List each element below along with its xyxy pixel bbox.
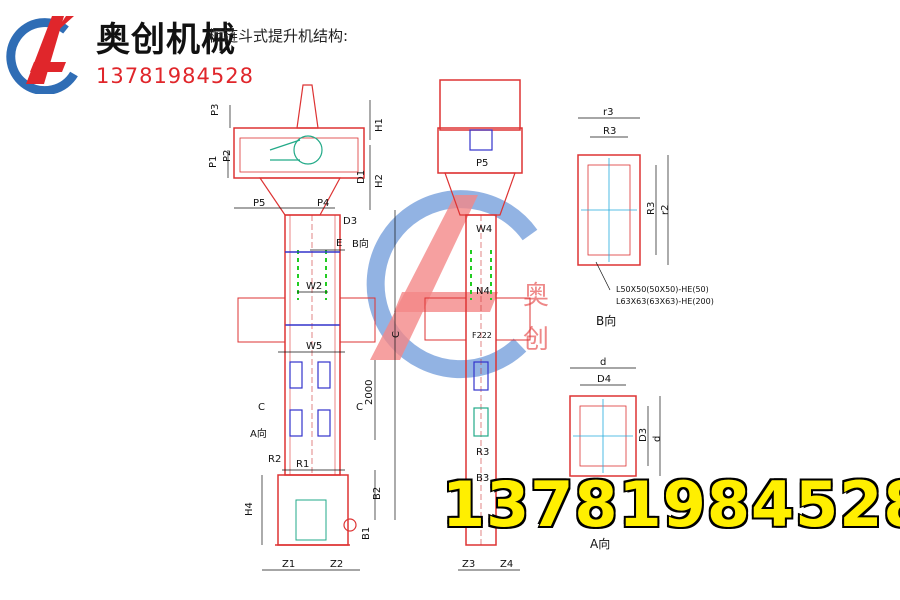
brand-name: 奥创机械 bbox=[96, 20, 236, 60]
overlay-phone-number: 13781984528 bbox=[441, 467, 900, 542]
b-view: r3 R3 R3 r2 L50X50(50X50)-HE(50) L63X63(… bbox=[577, 107, 714, 328]
side-label-b3: B3 bbox=[476, 473, 489, 484]
label-p2: P2 bbox=[222, 150, 233, 162]
watermark-char-1: 奥 bbox=[523, 281, 549, 311]
label-b1: B1 bbox=[361, 527, 372, 540]
a-label-d3: D3 bbox=[638, 428, 649, 442]
side-label-z3: Z3 bbox=[462, 559, 475, 570]
a-label-d-outer: d bbox=[600, 357, 606, 368]
watermark-logo-icon bbox=[366, 190, 538, 379]
b-label-r3-outer: r3 bbox=[603, 107, 613, 118]
label-d1: D1 bbox=[356, 170, 367, 184]
label-2000: 2000 bbox=[364, 380, 375, 405]
side-label-n4: N4 bbox=[476, 286, 490, 297]
label-w2: W2 bbox=[306, 281, 322, 292]
side-label-w4: W4 bbox=[476, 224, 492, 235]
front-view: P3 P1 P2 H1 H2 D1 P5 P4 D3 E B向 W2 W5 C … bbox=[208, 84, 402, 571]
label-p4: P4 bbox=[317, 198, 329, 209]
label-p1: P1 bbox=[208, 156, 219, 168]
label-h2: H2 bbox=[374, 174, 385, 188]
label-z1: Z1 bbox=[282, 559, 295, 570]
a-label-d4: D4 bbox=[597, 374, 611, 385]
label-a-direction: A向 bbox=[250, 427, 267, 440]
label-c: C bbox=[391, 331, 402, 338]
a-view-caption: A向 bbox=[590, 536, 610, 551]
side-label-f: F222 bbox=[472, 331, 492, 340]
a-view: d D4 D3 d L5 A向 bbox=[569, 357, 663, 551]
label-b-direction: B向 bbox=[352, 237, 369, 250]
label-b2: B2 bbox=[372, 487, 383, 500]
label-z2: Z2 bbox=[330, 559, 343, 570]
side-label-p5: P5 bbox=[476, 158, 488, 169]
b-label-r3-inner: R3 bbox=[603, 126, 616, 137]
label-r2: R2 bbox=[268, 454, 281, 465]
brand-logo-icon bbox=[6, 16, 78, 94]
a-label-d-side: d bbox=[652, 436, 663, 442]
side-label-r3: R3 bbox=[476, 447, 489, 458]
b-label-r3-side: R3 bbox=[646, 202, 657, 215]
side-label-z4: Z4 bbox=[500, 559, 513, 570]
label-w5: W5 bbox=[306, 341, 322, 352]
b-spec-2: L63X63(63X63)-HE(200) bbox=[616, 297, 714, 306]
page-title: 板链斗式提升机结构: bbox=[208, 27, 349, 45]
brand-phone: 13781984528 bbox=[96, 64, 254, 88]
label-c-left: C bbox=[258, 402, 265, 413]
label-p5: P5 bbox=[253, 198, 265, 209]
b-label-r2-side: r2 bbox=[660, 205, 671, 215]
label-d3: D3 bbox=[343, 216, 357, 227]
label-p3: P3 bbox=[210, 104, 221, 116]
a-spec: L5 bbox=[582, 502, 594, 513]
b-spec-1: L50X50(50X50)-HE(50) bbox=[616, 285, 709, 294]
side-view: P5 W4 N4 F222 R3 B3 Z3 Z4 bbox=[424, 79, 531, 571]
label-h4: H4 bbox=[244, 502, 255, 516]
b-view-caption: B向 bbox=[596, 313, 616, 328]
label-e: E bbox=[336, 238, 342, 249]
label-r1: R1 bbox=[296, 459, 309, 470]
label-c-right: C bbox=[356, 402, 363, 413]
label-h1: H1 bbox=[374, 118, 385, 132]
